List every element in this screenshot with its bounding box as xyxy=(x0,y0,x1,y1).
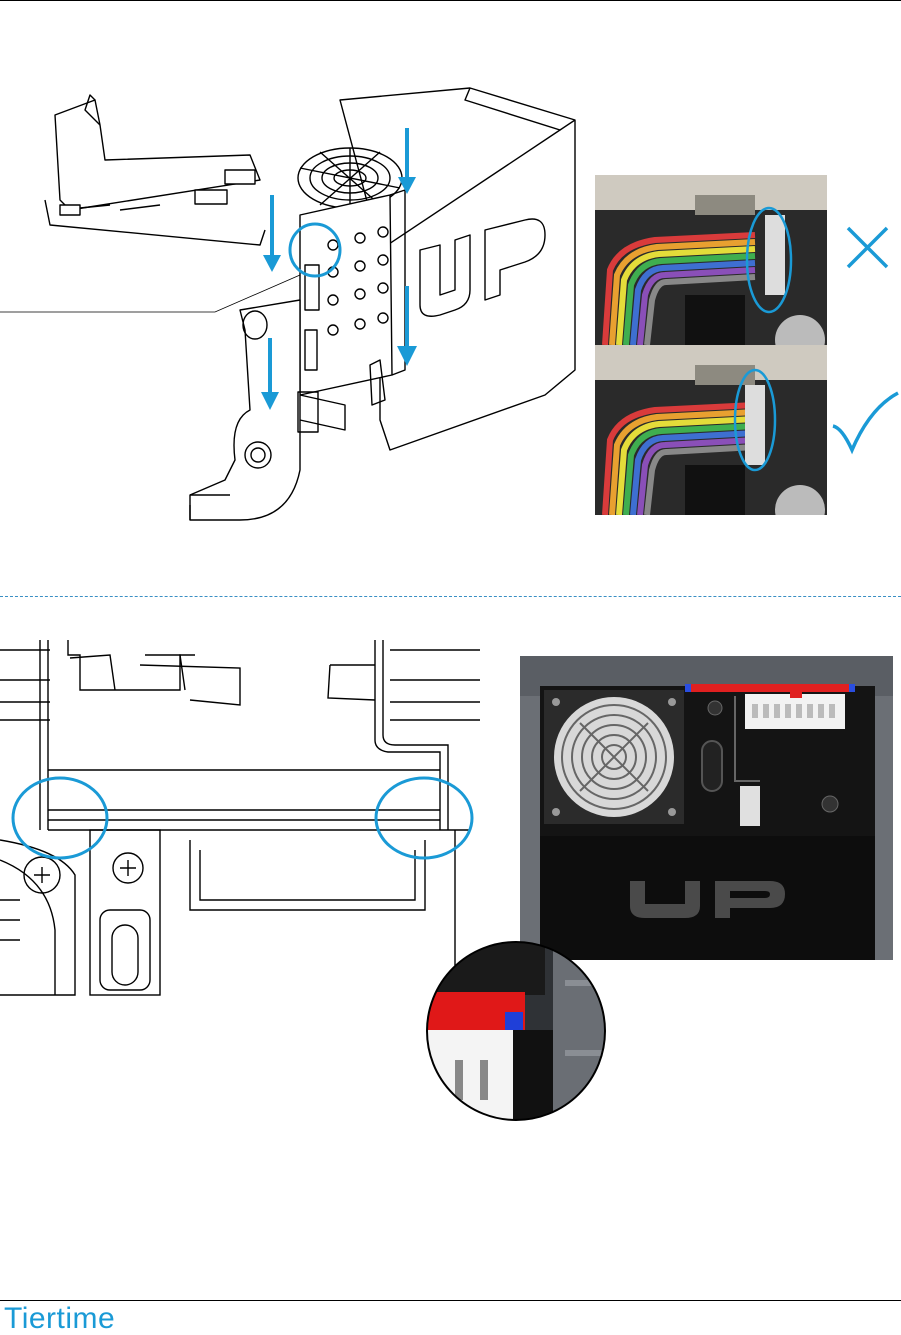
tiertime-logo: Tiertime xyxy=(4,1304,115,1334)
top-rule xyxy=(0,0,901,1)
cross-icon xyxy=(845,225,890,270)
section-divider xyxy=(0,596,901,597)
clip-alignment-drawing xyxy=(0,635,480,1000)
highlight-circle-icon xyxy=(13,778,107,858)
extruder-assembly-drawing xyxy=(0,80,590,530)
cable-photo-wrong xyxy=(595,175,827,345)
connector-zoom-detail xyxy=(425,940,607,1122)
check-icon xyxy=(830,388,900,458)
footer-rule xyxy=(0,1300,901,1301)
extruder-front-photo xyxy=(520,656,893,960)
cable-photo-correct xyxy=(595,345,827,515)
highlight-circle-icon xyxy=(376,778,472,858)
